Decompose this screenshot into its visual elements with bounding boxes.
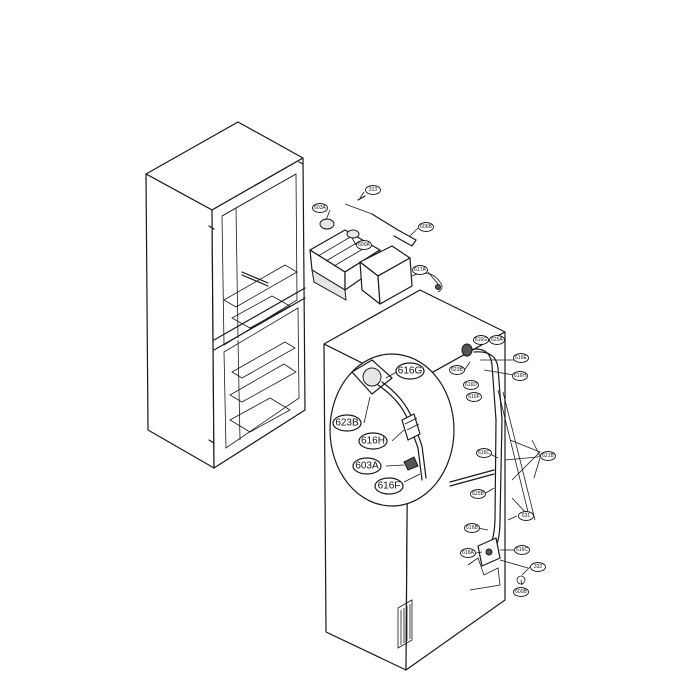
- callout-c-623b: 623B: [332, 414, 362, 432]
- callout-label: 616B: [466, 525, 478, 531]
- callout-label: 616D: [465, 382, 477, 388]
- callout-label: 603A: [355, 461, 379, 472]
- callout-c-621b: 621B: [540, 451, 556, 461]
- callout-label: 621B: [542, 453, 554, 459]
- leader-lines: [325, 191, 541, 586]
- callout-c-617a: 617A: [412, 265, 428, 275]
- callout-label: 631: [522, 513, 531, 519]
- callout-oval: [540, 451, 556, 461]
- callout-label: 616C: [516, 547, 528, 553]
- callout-label: 616G: [475, 337, 487, 343]
- callout-c-616h-s: 616H: [512, 371, 528, 381]
- callout-label: 623B: [451, 367, 463, 373]
- callout-label: 625A: [491, 337, 503, 343]
- callout-c-616c2: 616C: [514, 545, 530, 555]
- callout-label: 600A: [358, 242, 370, 248]
- callout-label: 625B: [472, 491, 484, 497]
- callout-oval: [356, 240, 372, 250]
- callout-label: 616F: [378, 481, 401, 492]
- ice-maker-assembly: [309, 195, 443, 305]
- callout-c-616a: 616A: [460, 548, 476, 558]
- callout-oval: [514, 545, 530, 555]
- callout-c-332: 332: [530, 562, 546, 572]
- callout-label: 332: [534, 564, 543, 570]
- callout-c-616f-s: 616F: [466, 392, 482, 402]
- callout-oval: [466, 392, 482, 402]
- callout-c-603a-big: 603A: [352, 457, 382, 475]
- callout-c-600a: 600A: [356, 240, 372, 250]
- callout-oval: [365, 185, 381, 195]
- callout-label: 617A: [414, 267, 426, 273]
- callout-c-616d: 616D: [463, 380, 479, 390]
- callout-c-313: 313: [365, 185, 381, 195]
- callout-oval: [464, 523, 480, 533]
- rear-vent-grille: [397, 599, 413, 649]
- callout-oval: [412, 265, 428, 275]
- callout-label: 600B: [515, 589, 527, 595]
- callout-oval: [463, 380, 479, 390]
- callout-oval: [332, 414, 362, 432]
- callout-oval: [512, 371, 528, 381]
- callout-label: 616C: [478, 450, 490, 456]
- callout-c-616c: 616C: [476, 448, 492, 458]
- callout-label: 616E: [515, 355, 527, 361]
- callout-c-623b-s: 623B: [449, 365, 465, 375]
- callout-oval: [418, 222, 434, 232]
- callout-c-631: 631: [518, 511, 534, 521]
- callout-label: 616A: [462, 550, 474, 556]
- callout-label: 313: [369, 187, 378, 193]
- callout-oval: [449, 365, 465, 375]
- callout-label: 616H: [361, 436, 385, 447]
- callout-label: 603A: [314, 205, 326, 211]
- callout-label: 623B: [335, 418, 359, 429]
- callout-c-616b: 616B: [464, 523, 480, 533]
- callout-label: 616F: [468, 394, 479, 400]
- callout-c-616e: 616E: [513, 353, 529, 363]
- callout-oval: [374, 477, 404, 495]
- callout-oval: [358, 432, 388, 450]
- callout-label: 616G: [398, 366, 423, 377]
- callout-oval: [470, 489, 486, 499]
- callout-oval: [489, 335, 505, 345]
- callout-c-616f: 616F: [374, 477, 404, 495]
- callout-oval: [530, 562, 546, 572]
- callout-oval: [352, 457, 382, 475]
- callout-oval: [518, 511, 534, 521]
- callout-oval: [460, 548, 476, 558]
- callout-c-625a: 625A: [489, 335, 505, 345]
- callout-c-625b: 625B: [470, 489, 486, 499]
- callout-oval: [312, 203, 328, 213]
- callout-c-600b: 600B: [513, 587, 529, 597]
- callout-c-616g-top: 616G: [473, 335, 489, 345]
- callout-oval: [513, 587, 529, 597]
- callout-oval: [513, 353, 529, 363]
- callout-c-616g: 616G: [395, 362, 425, 380]
- callout-label: 606B: [420, 224, 432, 230]
- refrigerator-cabinet-front: [145, 121, 306, 469]
- callout-c-616h: 616H: [358, 432, 388, 450]
- callout-label: 616H: [514, 373, 526, 379]
- callout-c-603a: 603A: [312, 203, 328, 213]
- callout-c-606b: 606B: [418, 222, 434, 232]
- callout-oval: [395, 362, 425, 380]
- callout-oval: [476, 448, 492, 458]
- callout-oval: [473, 335, 489, 345]
